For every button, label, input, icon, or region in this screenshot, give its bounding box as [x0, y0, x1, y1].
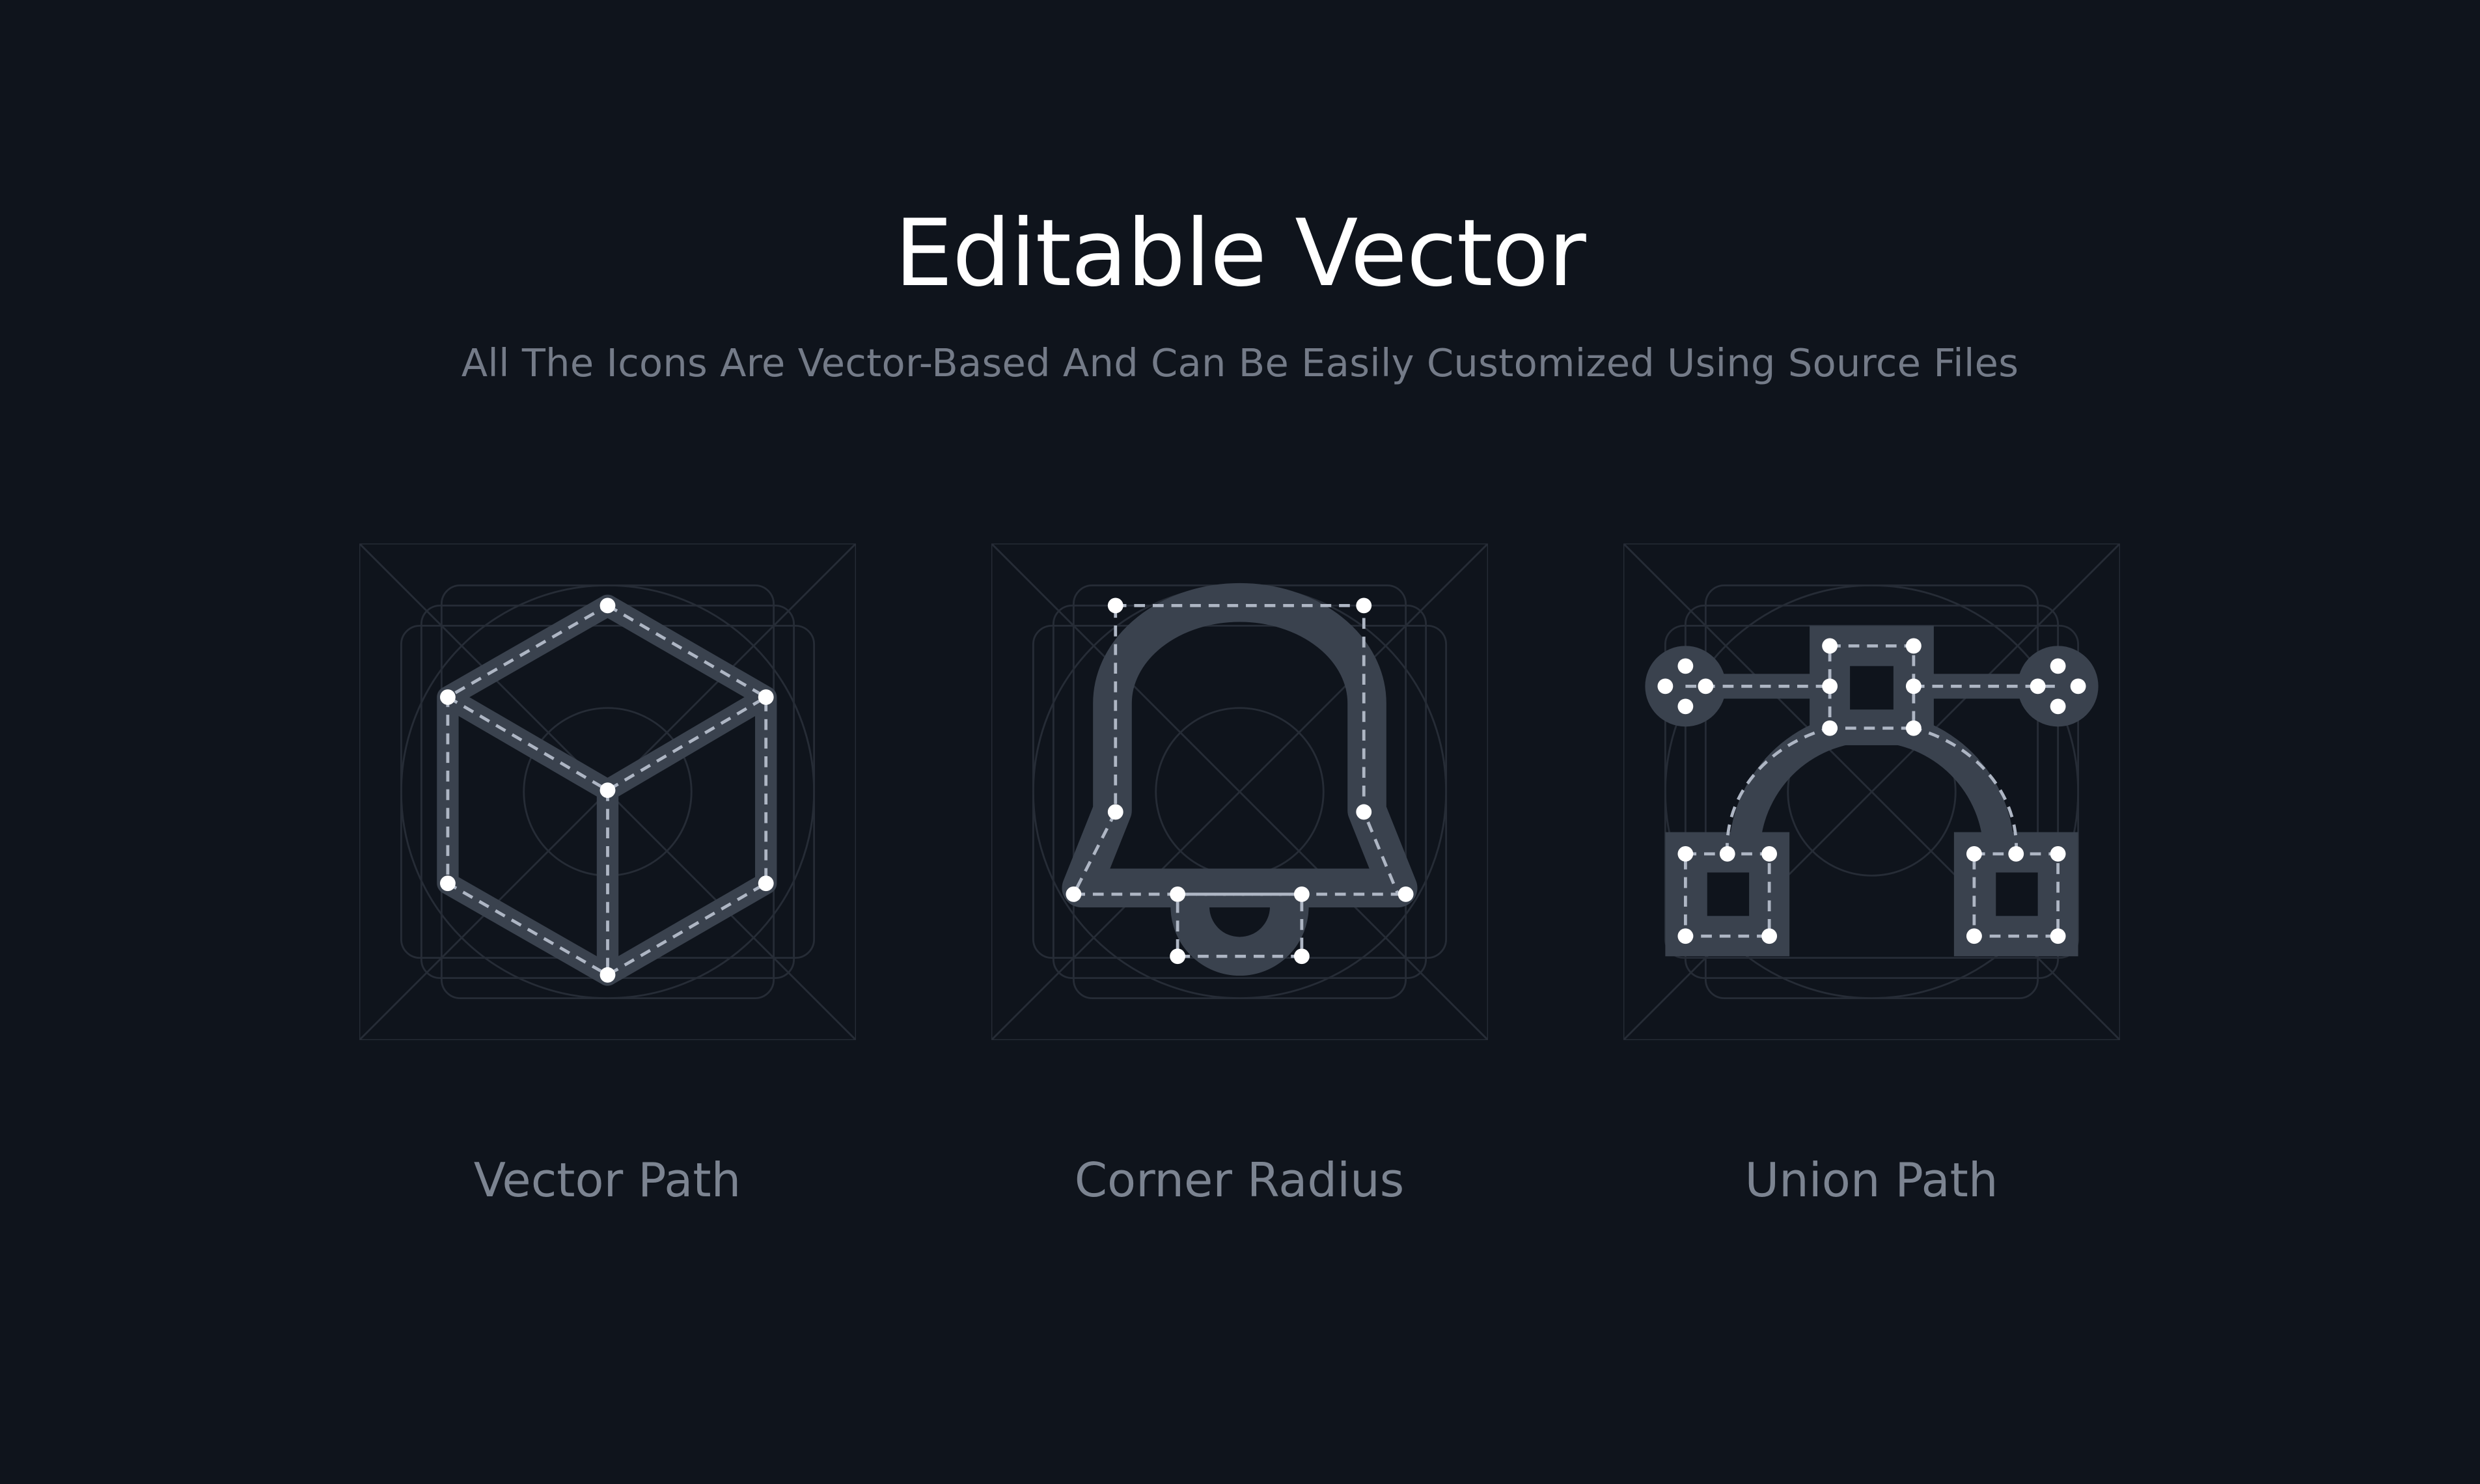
union-cutouts — [1707, 666, 2038, 916]
cube-icon — [359, 543, 856, 1040]
page-subtitle: All The Icons Are Vector-Based And Can B… — [461, 340, 2019, 385]
anchor-points — [1066, 598, 1414, 965]
page-title: Editable Vector — [894, 200, 1586, 307]
bezier-pen-icon — [1623, 543, 2120, 1040]
bell-icon — [991, 543, 1488, 1040]
anchor-points — [439, 598, 774, 983]
feature-card-corner-radius — [991, 543, 1488, 1040]
feature-label-union-path: Union Path — [1744, 1153, 1998, 1207]
feature-card-union-path — [1623, 543, 2120, 1040]
bell-shape — [1062, 583, 1418, 976]
feature-label-vector-path: Vector Path — [473, 1153, 741, 1207]
keyline-grid — [1623, 543, 2120, 1040]
feature-label-corner-radius: Corner Radius — [1074, 1153, 1405, 1207]
anchor-points — [1657, 638, 2086, 944]
feature-card-vector-path — [359, 543, 856, 1040]
